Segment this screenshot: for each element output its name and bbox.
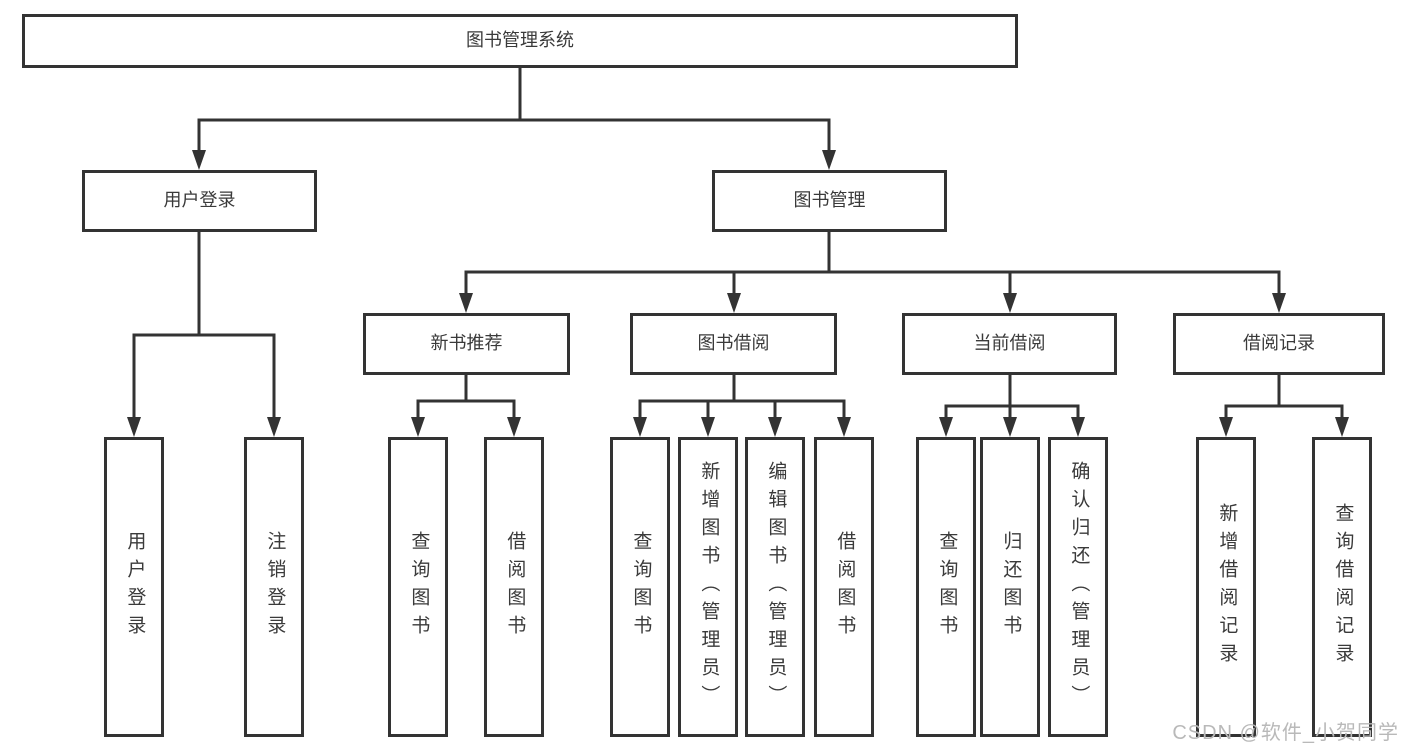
node-label: 新增图书（管理员） — [698, 461, 720, 713]
arrowhead-icon — [127, 417, 141, 437]
watermark: CSDN @软件_小贺同学 — [1172, 722, 1399, 744]
arrowhead-icon — [459, 293, 473, 313]
node-leaf-borrow-book-1: 借阅图书 — [484, 437, 544, 737]
arrowhead-icon — [411, 417, 425, 437]
arrowhead-icon — [701, 417, 715, 437]
arrowhead-icon — [1272, 293, 1286, 313]
node-label: 新书推荐 — [430, 333, 503, 354]
node-label: 确认归还（管理员） — [1068, 461, 1090, 713]
node-leaf-borrow-book-2: 借阅图书 — [814, 437, 874, 737]
node-borrow-records: 借阅记录 — [1173, 313, 1385, 375]
node-label: 用户登录 — [124, 531, 146, 643]
node-leaf-add-record: 新增借阅记录 — [1196, 437, 1256, 737]
connector-borrow-to-leaves — [633, 373, 851, 437]
node-label: 编辑图书（管理员） — [765, 461, 787, 713]
node-label: 用户登录 — [163, 190, 236, 211]
node-leaf-query-record: 查询借阅记录 — [1312, 437, 1372, 737]
node-label: 图书管理系统 — [466, 30, 574, 51]
node-label: 借阅图书 — [504, 531, 526, 643]
arrowhead-icon — [768, 417, 782, 437]
node-label: 归还图书 — [1000, 531, 1022, 643]
node-label: 查询图书 — [408, 531, 430, 643]
arrowhead-icon — [507, 417, 521, 437]
arrowhead-icon — [939, 417, 953, 437]
node-leaf-query-book-2: 查询图书 — [610, 437, 670, 737]
node-label: 借阅图书 — [834, 531, 856, 643]
node-label: 注销登录 — [264, 531, 286, 643]
connector-records-to-leaves — [1219, 373, 1349, 437]
node-new-book-rec: 新书推荐 — [363, 313, 570, 375]
arrowhead-icon — [192, 150, 206, 170]
node-leaf-add-book: 新增图书（管理员） — [678, 437, 738, 737]
node-current-borrow: 当前借阅 — [902, 313, 1117, 375]
node-root: 图书管理系统 — [22, 14, 1018, 68]
connector-bookmgmt-to-level3 — [459, 230, 1286, 313]
node-leaf-query-book-1: 查询图书 — [388, 437, 448, 737]
node-leaf-confirm-return: 确认归还（管理员） — [1048, 437, 1108, 737]
arrowhead-icon — [267, 417, 281, 437]
node-book-borrow: 图书借阅 — [630, 313, 837, 375]
arrowhead-icon — [1003, 293, 1017, 313]
node-label: 查询图书 — [936, 531, 958, 643]
node-label: 借阅记录 — [1243, 333, 1315, 354]
node-label: 查询借阅记录 — [1332, 503, 1354, 671]
node-leaf-return-book: 归还图书 — [980, 437, 1040, 737]
arrowhead-icon — [1219, 417, 1233, 437]
arrowhead-icon — [727, 293, 741, 313]
node-label: 图书借阅 — [697, 333, 770, 354]
node-user-login: 用户登录 — [82, 170, 317, 232]
node-leaf-logout: 注销登录 — [244, 437, 304, 737]
node-leaf-user-login: 用户登录 — [104, 437, 164, 737]
connector-userlogin-to-leaves — [127, 230, 281, 437]
node-leaf-query-book-3: 查询图书 — [916, 437, 976, 737]
node-label: 图书管理 — [793, 190, 866, 211]
node-book-mgmt: 图书管理 — [712, 170, 947, 232]
arrowhead-icon — [822, 150, 836, 170]
connector-current-to-leaves — [939, 373, 1085, 437]
node-label: 新增借阅记录 — [1216, 503, 1238, 671]
arrowhead-icon — [633, 417, 647, 437]
arrowhead-icon — [837, 417, 851, 437]
arrowhead-icon — [1003, 417, 1017, 437]
node-label: 查询图书 — [630, 531, 652, 643]
connector-newbook-to-leaves — [411, 373, 521, 437]
connector-root-to-level2 — [192, 66, 836, 170]
arrowhead-icon — [1071, 417, 1085, 437]
arrowhead-icon — [1335, 417, 1349, 437]
node-leaf-edit-book: 编辑图书（管理员） — [745, 437, 805, 737]
node-label: 当前借阅 — [973, 333, 1046, 354]
